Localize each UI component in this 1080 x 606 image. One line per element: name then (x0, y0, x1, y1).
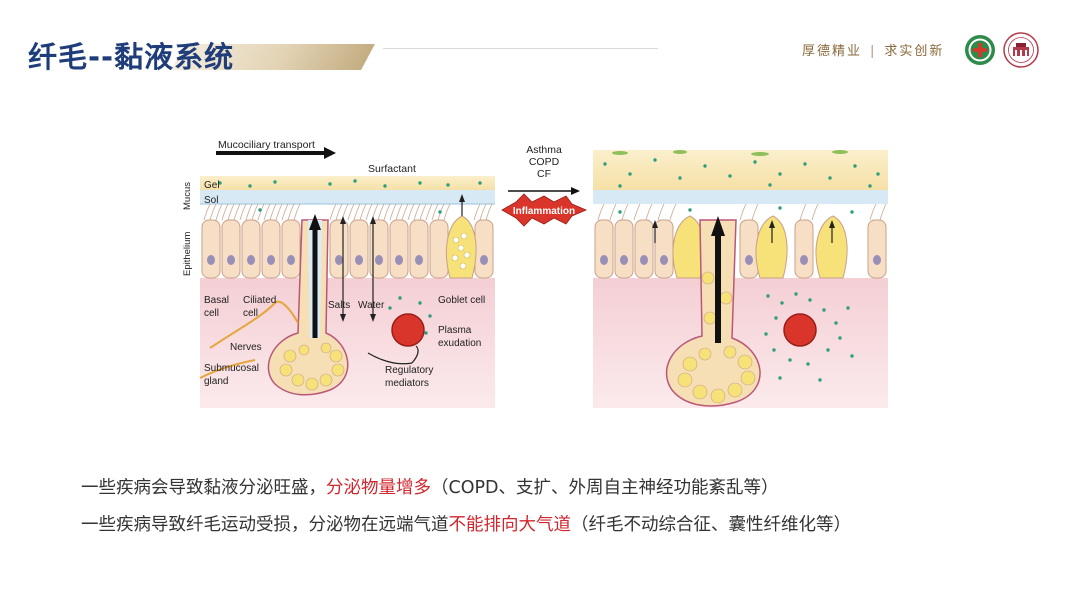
bullet-line-1: 一些疾病会导致黏液分泌旺盛，分泌物量增多（COPD、支扩、外周自主神经功能紊乱等… (81, 474, 779, 499)
hospital-logo-icon (965, 35, 995, 65)
label-goblet-cell: Goblet cell (438, 295, 485, 306)
label-sol: Sol (204, 195, 218, 206)
label-mucociliary-transport: Mucociliary transport (218, 139, 315, 151)
label-regulatory-2: mediators (385, 378, 429, 389)
line1-text: 一些疾病会导致黏液分泌旺盛， (81, 478, 326, 498)
label-plasma-2: exudation (438, 338, 481, 349)
label-epithelium: Epithelium (182, 232, 193, 276)
bullet-line-2: 一些疾病导致纤毛运动受损，分泌物在远端气道不能排向大气道（纤毛不动综合征、囊性纤… (81, 511, 851, 536)
label-submucosal-2: gland (204, 376, 228, 387)
label-mucus: Mucus (182, 182, 193, 210)
line1-note: （COPD、支扩、外周自主神经功能紊乱等） (431, 478, 779, 498)
motto-right: 求实创新 (884, 44, 945, 59)
label-basal-2: cell (204, 308, 219, 319)
label-plasma-1: Plasma (438, 325, 472, 336)
label-ciliated-2: cell (243, 308, 258, 319)
mucociliary-diagram: Mucociliary transport Surfactant Gel Sol… (182, 139, 888, 408)
motto-separator: | (870, 44, 877, 59)
label-regulatory-1: Regulatory (385, 365, 433, 376)
label-basal-1: Basal (204, 295, 229, 306)
motto-left: 厚德精业 (802, 44, 863, 59)
university-logo-icon (1003, 32, 1039, 68)
school-motto: 厚德精业 | 求实创新 (802, 40, 944, 59)
label-copd: COPD (529, 156, 560, 168)
label-water: Water (358, 300, 385, 311)
page-title: 纤毛--黏液系统 (28, 40, 235, 74)
header-divider (383, 48, 658, 49)
label-ciliated-1: Ciliated (243, 295, 276, 306)
label-gel: Gel (204, 180, 220, 191)
diseased-airway-panel (593, 150, 888, 408)
label-submucosal-1: Submucosal (204, 363, 259, 374)
label-cf: CF (537, 168, 551, 180)
label-asthma: Asthma (526, 144, 562, 156)
line2-highlight: 不能排向大气道 (448, 515, 572, 535)
disease-transition: Asthma COPD CF Inflammation (501, 144, 588, 227)
inflammation-burst-icon (501, 193, 588, 227)
label-surfactant: Surfactant (368, 163, 416, 175)
label-nerves: Nerves (230, 342, 262, 353)
label-inflammation: Inflammation (513, 206, 575, 217)
line2-note: （纤毛不动综合征、囊性纤维化等） (571, 515, 851, 535)
line1-highlight: 分泌物量增多 (326, 478, 431, 498)
line2-text: 一些疾病导致纤毛运动受损，分泌物在远端气道 (81, 515, 449, 535)
title-block: 纤毛--黏液系统 (0, 30, 380, 76)
label-salts: Salts (328, 300, 350, 311)
normal-airway-panel: Mucociliary transport Surfactant Gel Sol… (182, 139, 495, 408)
